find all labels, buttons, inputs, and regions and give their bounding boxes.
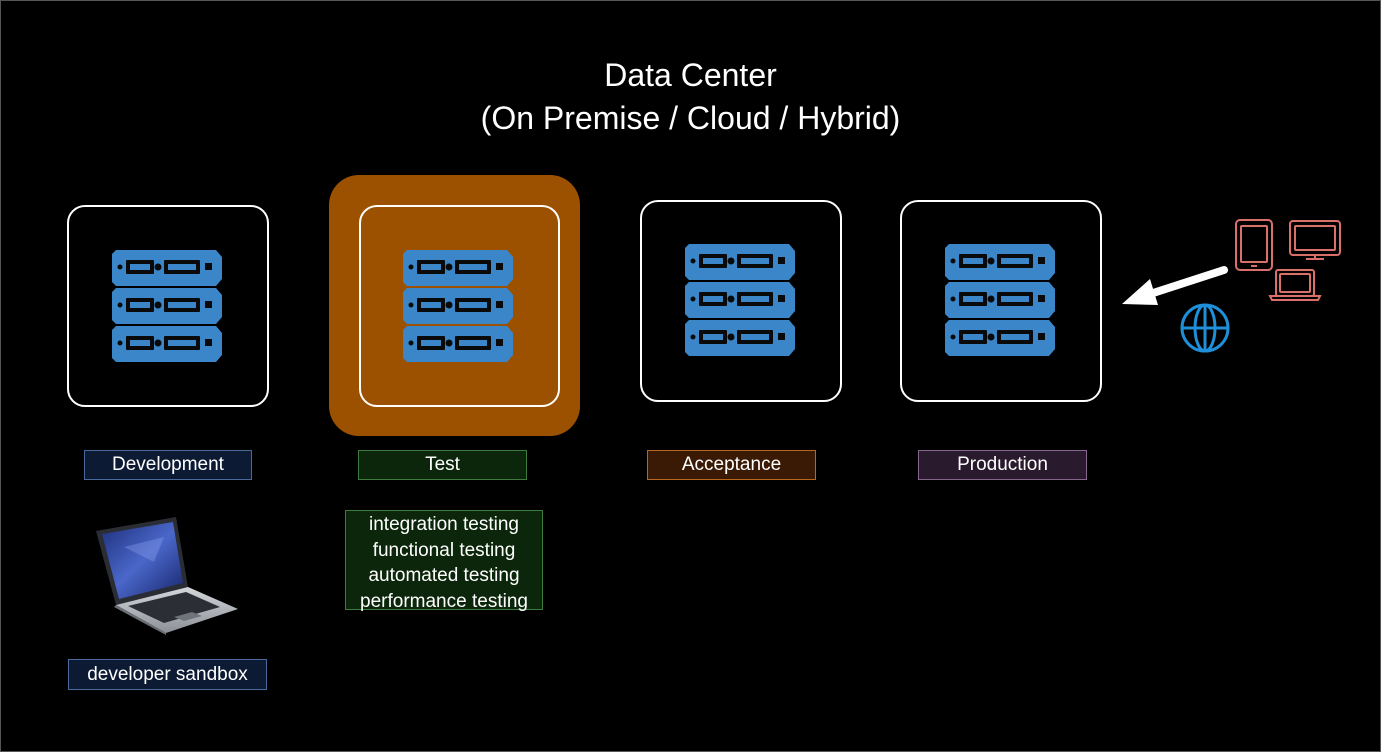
server-rack-icon [945,244,1057,356]
label-test: Test [358,450,527,480]
page-title: Data Center [604,57,777,93]
arrow-icon [1122,266,1228,305]
production-card [900,200,1102,402]
development-card [67,205,269,407]
server-rack-icon [403,250,515,362]
acceptance-card [640,200,842,402]
developer-sandbox-label: developer sandbox [68,659,267,690]
test-activity: performance testing [360,590,528,612]
monitor-icon [1289,220,1341,260]
server-rack-icon [112,250,224,362]
test-activity: functional testing [372,539,516,561]
test-activity: automated testing [368,565,520,586]
label-production: Production [918,450,1087,480]
server-rack-icon [685,244,797,356]
label-development: Development [84,450,252,480]
globe-icon [1180,303,1230,353]
laptop-icon [1268,269,1322,301]
label-acceptance: Acceptance [647,450,816,480]
tablet-icon [1235,219,1273,271]
laptop-icon [96,517,238,635]
test-card [359,205,560,407]
devices-icon [1235,219,1341,301]
test-activities-list: integration testing functional testing a… [345,510,543,612]
page-subtitle: (On Premise / Cloud / Hybrid) [480,100,901,136]
test-activity: integration testing [369,514,519,535]
